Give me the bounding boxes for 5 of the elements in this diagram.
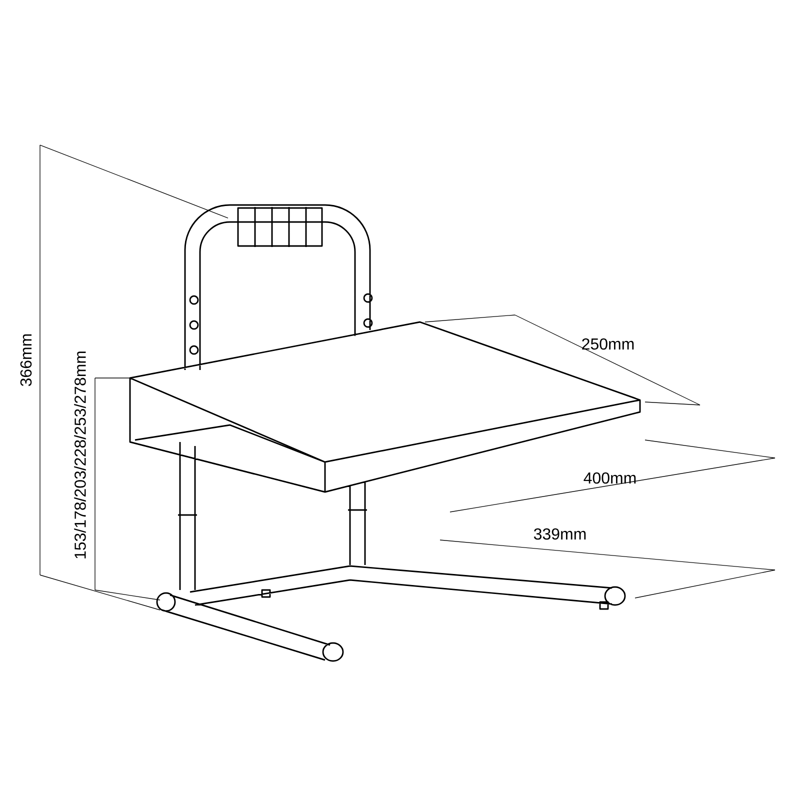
dimension-label: 366mm [20, 334, 32, 386]
dimension-label: 153/178/203/228/253/278mm [74, 352, 86, 558]
dimension-label: 250mm [582, 338, 634, 350]
dimension-label: 339mm [534, 528, 586, 540]
dimension-label: 400mm [584, 472, 636, 484]
